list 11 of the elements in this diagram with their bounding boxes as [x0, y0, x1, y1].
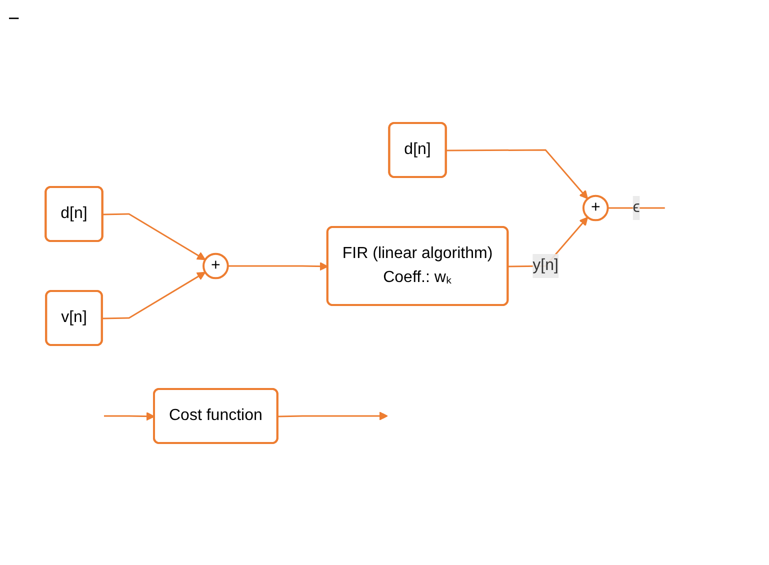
- arrow: [446, 148, 588, 199]
- arrow: [278, 411, 388, 420]
- edge-label: ϵ: [632, 198, 640, 216]
- arrow: [102, 271, 206, 319]
- edge-label: y[n]: [532, 256, 559, 274]
- arrow: [102, 212, 206, 260]
- node-circle: +: [202, 252, 229, 279]
- node-circle: +: [582, 194, 609, 221]
- sign-label: −: [8, 8, 20, 30]
- arrow: [104, 411, 155, 420]
- arrow: [228, 261, 328, 270]
